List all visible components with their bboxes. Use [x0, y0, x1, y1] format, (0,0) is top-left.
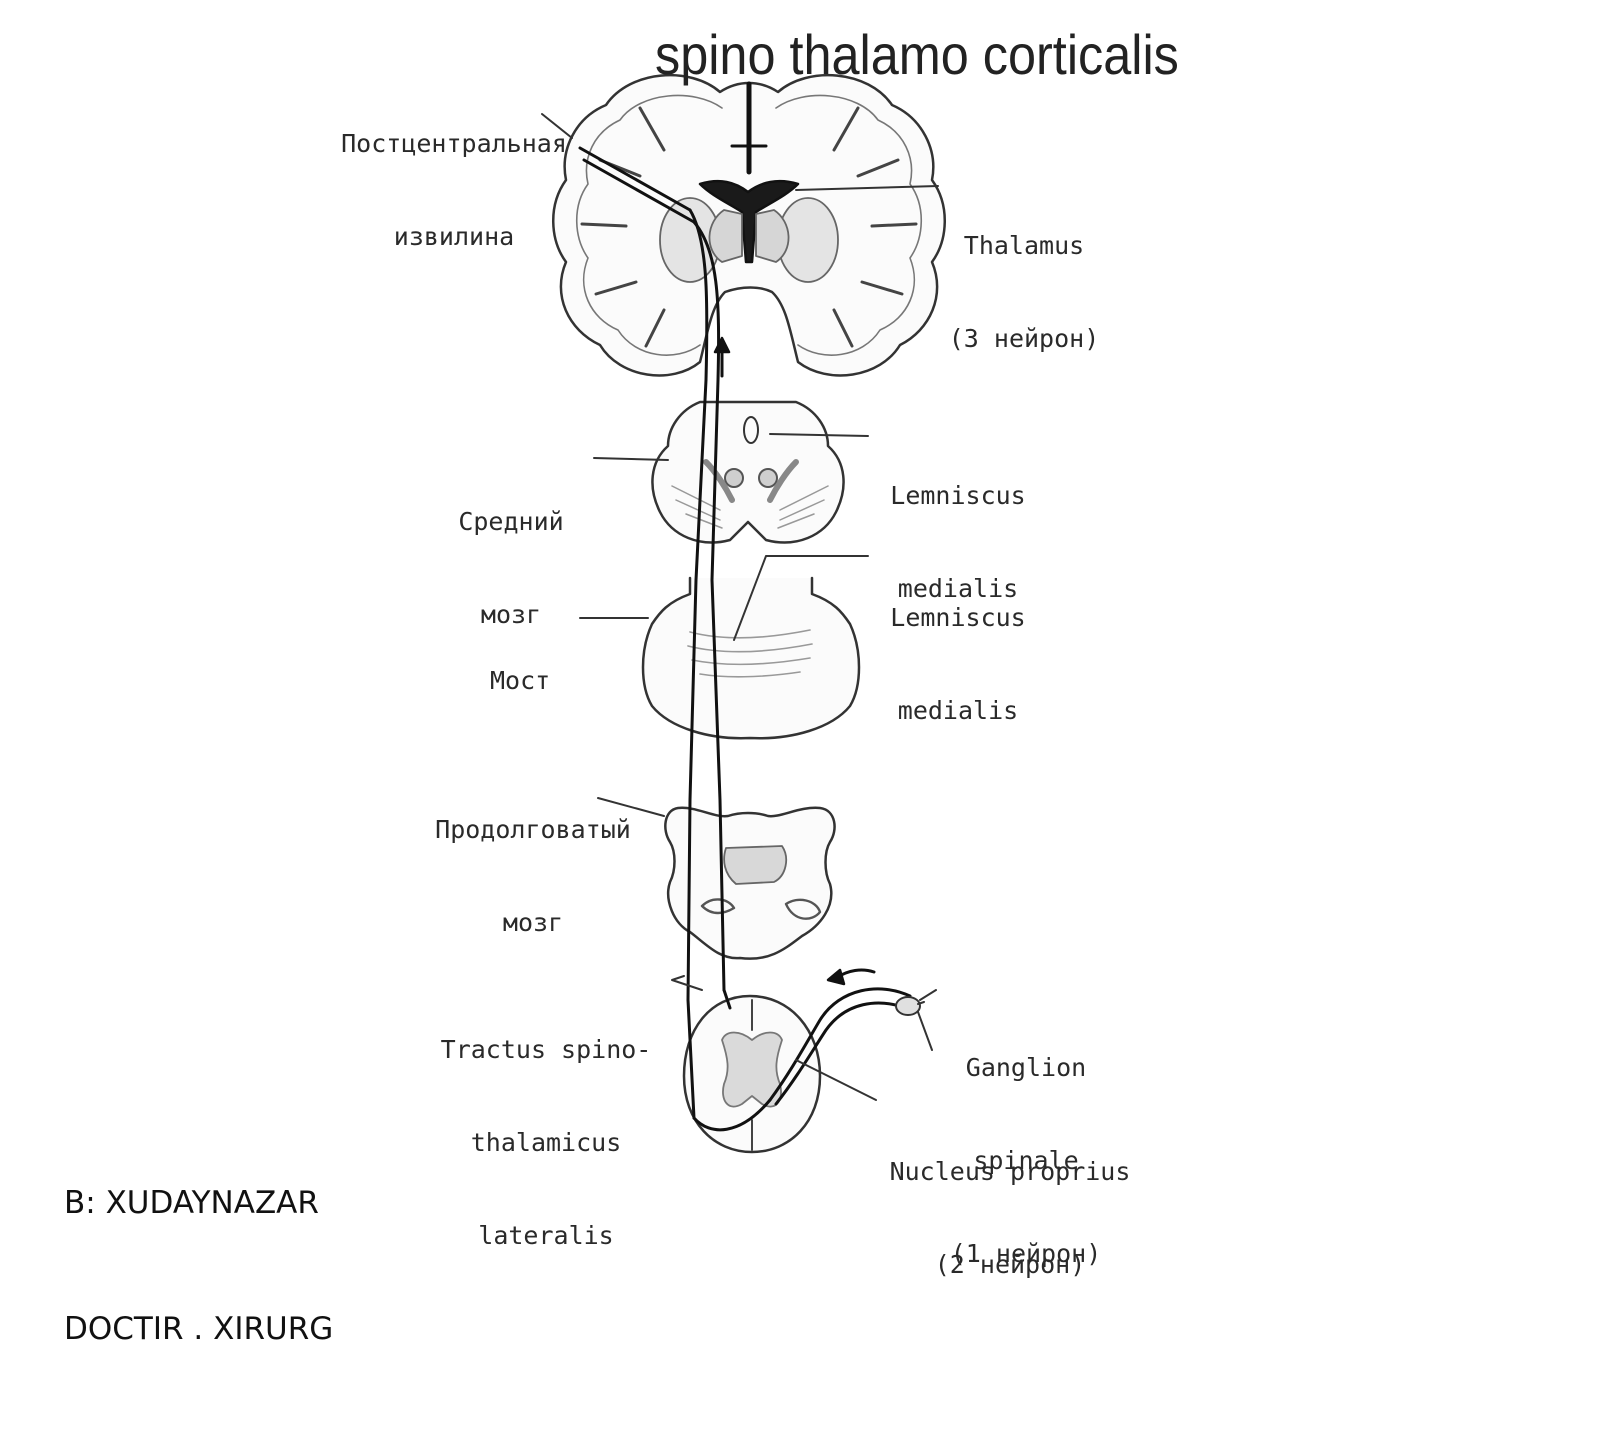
label-line: (2 нейрон) [880, 1249, 1140, 1280]
label-nucleus-proprius: Nucleus proprius (2 нейрон) [880, 1094, 1140, 1342]
label-line: medialis [880, 695, 1036, 726]
brain-coronal-section [553, 75, 945, 376]
author-line: DOCTIR . XIRURG [64, 1308, 333, 1350]
right-red-nucleus [759, 469, 777, 487]
spinothalamic-pathway-diagram [0, 0, 1600, 1200]
label-lemniscus-medialis-lower: Lemniscus medialis [880, 540, 1036, 788]
label-line: Nucleus proprius [880, 1156, 1140, 1187]
label-line: Ganglion [938, 1052, 1114, 1083]
label-tractus-spinothalamicus: Tractus spino- thalamicus lateralis [432, 972, 660, 1313]
label-line: Lemniscus [880, 480, 1036, 511]
label-line: lateralis [432, 1220, 660, 1251]
label-pons: Мост [490, 603, 550, 758]
label-line: Средний [440, 506, 582, 537]
spinal-cord-section [684, 996, 820, 1152]
label-line: извилина [320, 221, 588, 252]
label-line: thalamicus [432, 1127, 660, 1158]
label-line: Продолговатый [426, 814, 640, 845]
diagram-title: spino thalamo corticalis [655, 22, 1179, 87]
label-line: мозг [426, 907, 640, 938]
label-line: Lemniscus [880, 602, 1036, 633]
slide: spino thalamo corticalis Постцентральная… [0, 0, 1600, 1200]
inferior-olive-area [724, 846, 786, 884]
label-postcentral-gyrus: Постцентральная извилина [320, 66, 588, 314]
label-line: Мост [490, 665, 550, 696]
spinal-ganglion [896, 997, 920, 1015]
pons-section [643, 578, 859, 738]
label-line: Постцентральная [320, 128, 588, 159]
author-line: B: XUDAYNAZAR [64, 1182, 333, 1224]
label-line: (3 нейрон) [936, 323, 1112, 354]
label-thalamus: Thalamus (3 нейрон) [936, 168, 1112, 416]
label-line: Tractus spino- [432, 1034, 660, 1065]
left-red-nucleus [725, 469, 743, 487]
label-line: Thalamus [936, 230, 1112, 261]
label-medulla-oblongata: Продолговатый мозг [426, 752, 640, 1000]
author-credit: B: XUDAYNAZAR DOCTIR . XIRURG [64, 1098, 333, 1434]
midbrain-section [652, 402, 843, 542]
